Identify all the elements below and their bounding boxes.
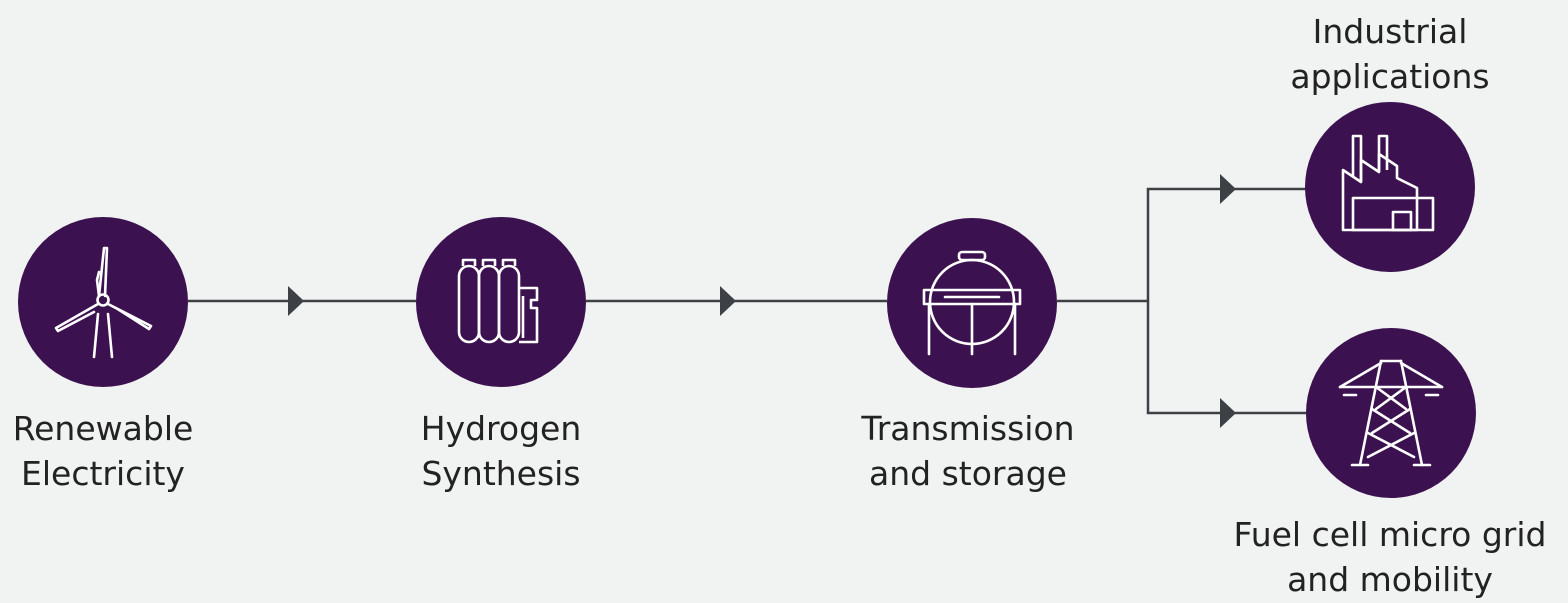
power-pylon-icon — [1338, 359, 1444, 467]
label-industrial-applications: Industrial applications — [1290, 12, 1490, 96]
node-industrial-applications — [1305, 102, 1475, 272]
connector-branch-to-fuelcell — [1146, 301, 1306, 415]
factory-icon — [1341, 134, 1435, 232]
arrowhead-2 — [720, 286, 736, 316]
connector-branch-to-industrial — [1146, 187, 1306, 301]
arrowhead-1 — [288, 286, 304, 316]
storage-tank-icon — [922, 250, 1022, 355]
node-renewable-electricity — [18, 217, 188, 387]
node-transmission-storage — [887, 218, 1057, 388]
label-renewable-electricity: Renewable Electricity — [12, 409, 194, 493]
node-fuel-cell-micro-grid — [1306, 328, 1476, 498]
label-fuel-cell-micro-grid: Fuel cell micro grid and mobility — [1233, 515, 1547, 599]
wind-turbine-icon — [54, 246, 153, 359]
label-transmission-storage: Transmission and storage — [861, 409, 1075, 493]
node-hydrogen-synthesis — [416, 217, 586, 387]
arrowhead-3 — [1220, 174, 1236, 204]
arrowhead-4 — [1220, 398, 1236, 428]
gas-cylinders-icon — [457, 258, 539, 344]
label-hydrogen-synthesis: Hydrogen Synthesis — [420, 409, 582, 493]
